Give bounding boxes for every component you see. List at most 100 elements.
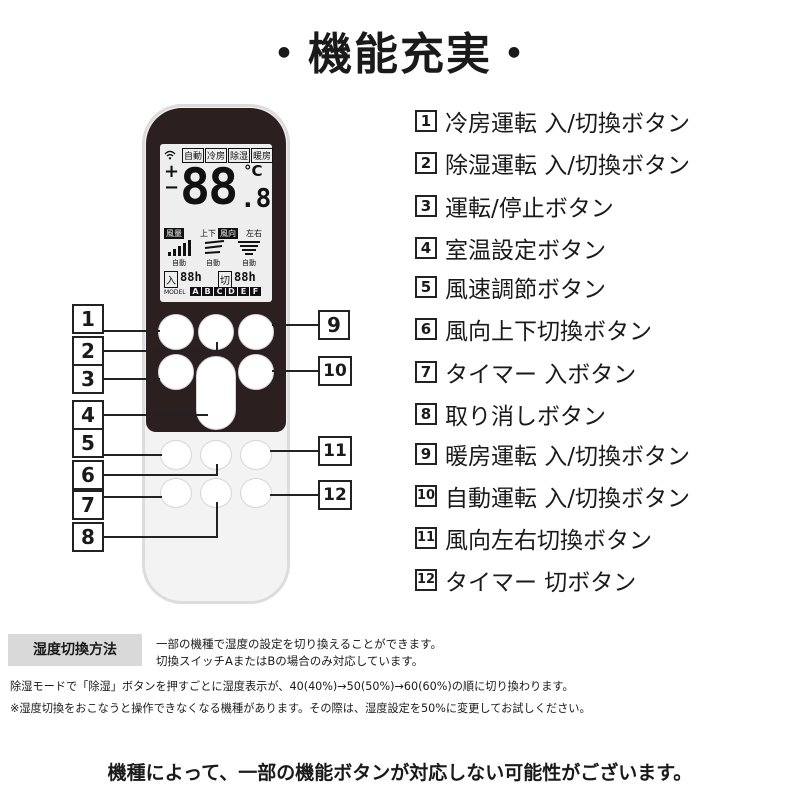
- lcd-timer-on-value: 88h: [180, 270, 202, 284]
- lcd-model-f: F: [250, 287, 261, 296]
- fan-speed-button[interactable]: [160, 440, 192, 470]
- leader-line-3: [104, 378, 160, 380]
- callout-12: 12: [318, 480, 352, 510]
- legend-num: 9: [415, 443, 437, 465]
- leader-line-2-vertical: [216, 342, 218, 352]
- lcd-model-a: A: [190, 287, 201, 296]
- legend-text: タイマー 切ボタン: [445, 570, 637, 596]
- leader-line-6-vertical: [216, 464, 218, 476]
- lcd-mode-cool: 冷房: [205, 148, 228, 163]
- legend-num: 5: [415, 276, 437, 298]
- callout-4: 4: [72, 400, 104, 430]
- leader-line-2: [104, 350, 218, 352]
- legend-text: 風向左右切換ボタン: [445, 528, 652, 554]
- legend-num: 10: [415, 485, 437, 507]
- leader-line-12: [270, 494, 318, 496]
- leader-line-7: [104, 496, 162, 498]
- lcd-auto-lr: 自動: [242, 259, 256, 267]
- lcd-swing-label-dir: 風向: [218, 228, 238, 239]
- lcd-model-e: E: [238, 287, 249, 296]
- lcd-temp-decimal: .8: [240, 184, 272, 214]
- leader-line-8: [104, 536, 218, 538]
- legend-num: 1: [415, 110, 437, 132]
- legend-num: 4: [415, 237, 437, 259]
- lcd-auto-ud: 自動: [206, 259, 220, 267]
- legend-text: 除湿運転 入/切換ボタン: [445, 153, 691, 179]
- lcd-model-label: MODEL: [164, 289, 186, 296]
- callout-2: 2: [72, 336, 104, 366]
- legend-num: 6: [415, 318, 437, 340]
- legend-item-1: 1 冷房運転 入/切換ボタン: [415, 104, 690, 138]
- lcd-display: 自動 冷房 除湿 暖房 +− 88 °C .8 風量 上下 風向 左右 自動 自…: [160, 144, 274, 302]
- lcd-swing-label-ud: 上下: [200, 229, 216, 238]
- humidity-line-1: 一部の機種で湿度の設定を切り換えることができます。: [156, 637, 443, 651]
- legend-item-2: 2 除湿運転 入/切換ボタン: [415, 146, 690, 180]
- lcd-model-d: D: [226, 287, 237, 296]
- temperature-button[interactable]: [196, 356, 236, 430]
- vane-ud-icon: [204, 240, 225, 254]
- leader-line-6: [104, 474, 218, 476]
- legend-item-6: 6 風向上下切換ボタン: [415, 312, 652, 346]
- timer-off-button[interactable]: [240, 478, 272, 508]
- legend-num: 12: [415, 569, 437, 591]
- legend-item-4: 4 室温設定ボタン: [415, 231, 606, 265]
- leader-line-4: [104, 414, 208, 416]
- lcd-timer-off: 切: [218, 271, 232, 288]
- lcd-plus-minus-icon: +−: [164, 161, 180, 198]
- lcd-fan-label: 風量: [164, 228, 184, 239]
- heat-button[interactable]: [238, 314, 274, 350]
- vane-lr-icon: [238, 241, 260, 255]
- legend-item-9: 9 暖房運転 入/切換ボタン: [415, 437, 690, 471]
- humidity-line-4: ※湿度切換をおこなうと操作できなくなる機種があります。その際は、湿度設定を50%…: [10, 702, 591, 715]
- legend-item-11: 11 風向左右切換ボタン: [415, 521, 652, 555]
- callout-9: 9: [318, 310, 350, 340]
- legend-item-3: 3 運転/停止ボタン: [415, 189, 614, 223]
- callout-6: 6: [72, 460, 104, 490]
- legend-text: 風向上下切換ボタン: [445, 319, 652, 345]
- legend-item-12: 12 タイマー 切ボタン: [415, 563, 636, 597]
- footer-note: 機種によって、一部の機能ボタンが対応しない可能性がございます。: [107, 762, 693, 784]
- leader-line-9: [272, 324, 318, 326]
- legend-text: 室温設定ボタン: [445, 238, 606, 264]
- legend-num: 3: [415, 195, 437, 217]
- auto-button[interactable]: [238, 354, 274, 390]
- lcd-mode-heat: 暖房: [251, 148, 274, 163]
- legend-text: 自動運転 入/切換ボタン: [445, 486, 691, 512]
- lcd-model-c: C: [214, 287, 225, 296]
- lcd-temp-digits: 88: [180, 158, 238, 216]
- timer-on-button[interactable]: [160, 478, 192, 508]
- humidity-section-label: 湿度切換方法: [8, 634, 142, 666]
- legend-text: タイマー 入ボタン: [445, 362, 637, 388]
- callout-11: 11: [318, 436, 352, 466]
- signal-icon: [164, 150, 176, 160]
- cool-button[interactable]: [158, 314, 194, 350]
- lcd-model-b: B: [202, 287, 213, 296]
- legend-item-10: 10 自動運転 入/切換ボタン: [415, 479, 690, 513]
- legend-item-7: 7 タイマー 入ボタン: [415, 355, 636, 389]
- lcd-mode-dry: 除湿: [228, 148, 251, 163]
- legend-item-8: 8 取り消しボタン: [415, 397, 606, 431]
- leader-line-10: [272, 370, 318, 372]
- callout-8: 8: [72, 522, 104, 552]
- lcd-timer-off-value: 88h: [234, 270, 256, 284]
- power-button[interactable]: [158, 354, 194, 390]
- leader-line-11: [270, 450, 318, 452]
- legend-item-5: 5 風速調節ボタン: [415, 270, 606, 304]
- leader-line-1: [104, 330, 160, 332]
- legend-text: 暖房運転 入/切換ボタン: [445, 444, 691, 470]
- legend-text: 取り消しボタン: [445, 404, 606, 430]
- legend-text: 冷房運転 入/切換ボタン: [445, 111, 691, 137]
- callout-7: 7: [72, 490, 104, 520]
- vane-lr-button[interactable]: [240, 440, 272, 470]
- humidity-line-2: 切換スイッチAまたはBの場合のみ対応しています。: [156, 654, 424, 668]
- callout-3: 3: [72, 364, 104, 394]
- leader-line-8-vertical: [216, 502, 218, 538]
- legend-text: 運転/停止ボタン: [445, 196, 614, 222]
- humidity-line-3: 除湿モードで「除湿」ボタンを押すごとに湿度表示が、40(40%)→50(50%)…: [10, 680, 574, 693]
- lcd-timer-on: 入: [164, 271, 178, 288]
- lcd-auto-fan: 自動: [172, 259, 186, 267]
- callout-1: 1: [72, 304, 104, 334]
- lcd-mode-auto: 自動: [182, 148, 205, 163]
- fan-level-icon: [168, 240, 191, 256]
- callout-5: 5: [72, 428, 104, 458]
